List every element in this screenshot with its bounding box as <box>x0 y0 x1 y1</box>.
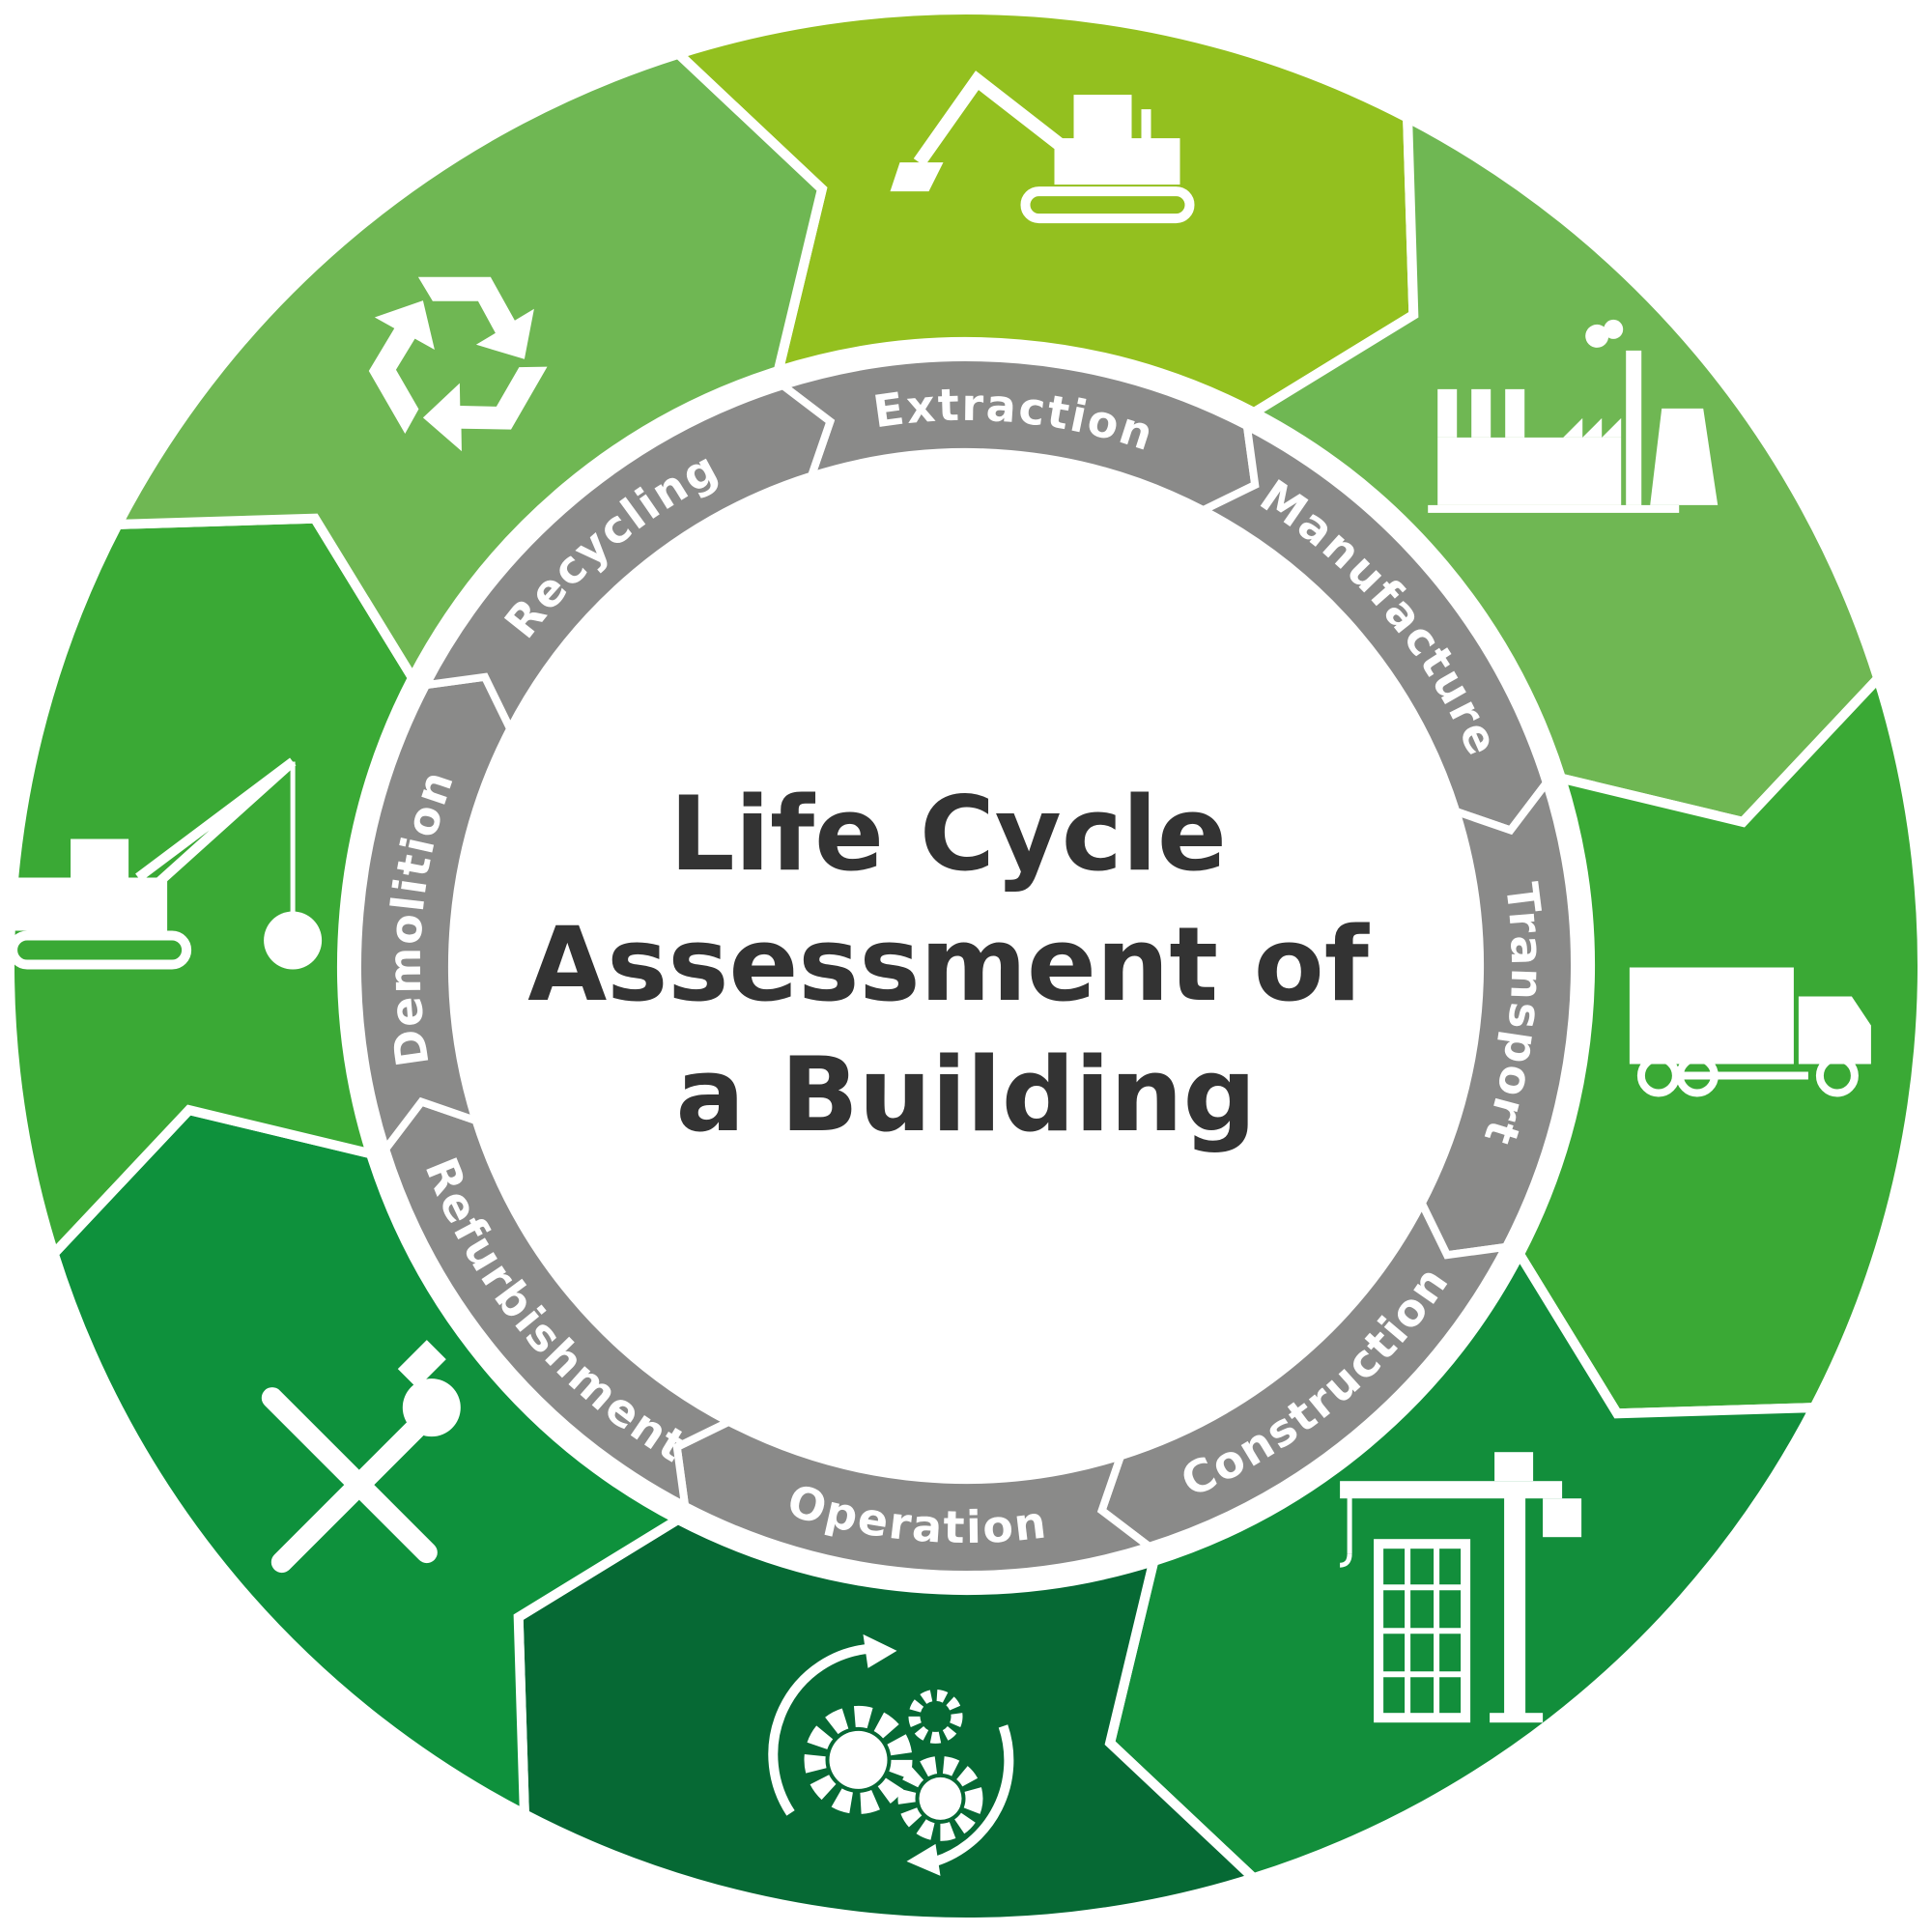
title-line-1: Life Cycle <box>669 775 1227 894</box>
segment-recycling <box>109 48 828 688</box>
recycle-icon <box>368 276 548 452</box>
truck-icon <box>1629 967 1871 1097</box>
center-title: Life Cycle Assessment of a Building <box>527 775 1405 1154</box>
inner-ring <box>354 354 1578 1578</box>
title-line-3: a Building <box>676 1036 1257 1154</box>
gears-cycle-icon <box>768 1634 1014 1876</box>
wrench-screwdriver-icon <box>261 1340 461 1574</box>
stage-icons <box>8 71 1871 1876</box>
title-line-2: Assessment of <box>527 905 1371 1024</box>
inner-segment-recycling <box>419 381 836 738</box>
factory-icon <box>1428 319 1719 513</box>
center-disc <box>452 452 1480 1480</box>
tower-crane-icon <box>1339 1452 1582 1723</box>
excavator-icon <box>890 71 1195 224</box>
wrecking-ball-crane-icon <box>8 757 323 970</box>
